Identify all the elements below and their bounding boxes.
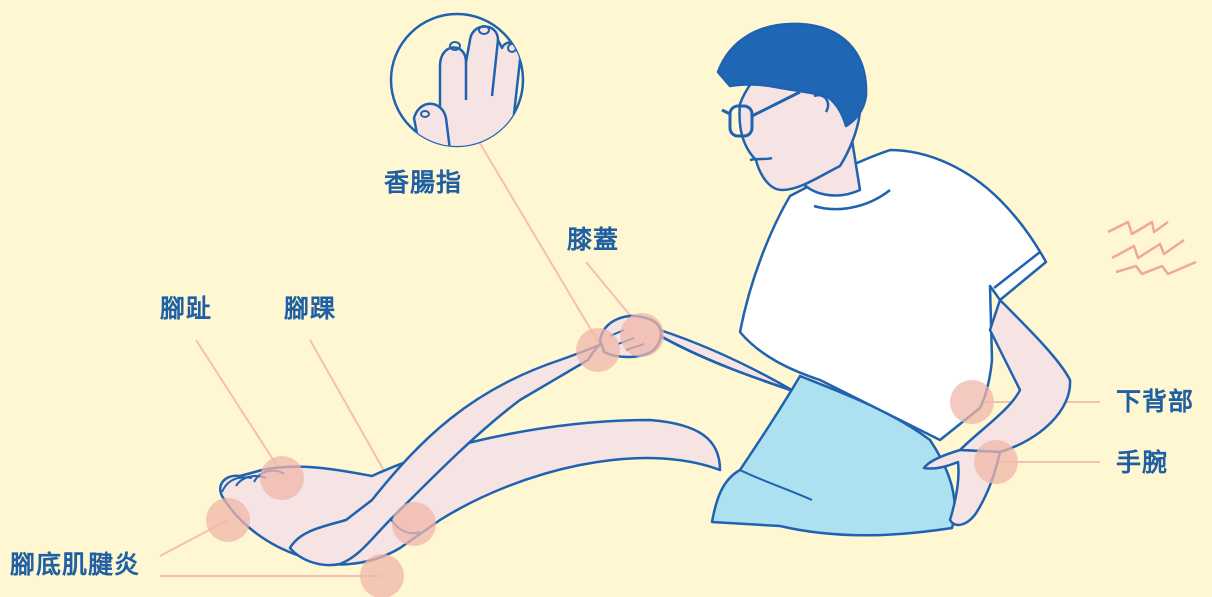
label-plantar-fasciitis: 腳底肌腱炎: [10, 552, 140, 577]
leader-line-toe: [196, 340, 283, 475]
label-wrist: 手腕: [1116, 450, 1168, 475]
label-sausage-finger: 香腸指: [384, 170, 462, 195]
pain-spot-ankle: [392, 502, 436, 546]
pain-spot-wrist: [974, 440, 1018, 484]
pain-spot-lower-back: [950, 380, 994, 424]
pain-spot-arch: [206, 498, 250, 542]
pain-spot-toe: [260, 456, 304, 500]
pain-spot-knee: [576, 328, 620, 372]
t-shirt: [740, 150, 1046, 440]
label-ankle: 腳踝: [284, 296, 336, 321]
pain-zigzag: [1108, 222, 1196, 274]
label-knee: 膝蓋: [567, 227, 619, 252]
label-toe: 腳趾: [160, 296, 212, 321]
pain-spot-knuckle: [620, 313, 664, 357]
label-lower-back: 下背部: [1116, 389, 1194, 414]
pain-spot-heel: [360, 554, 404, 597]
finger-zoom-circle: [391, 14, 523, 150]
